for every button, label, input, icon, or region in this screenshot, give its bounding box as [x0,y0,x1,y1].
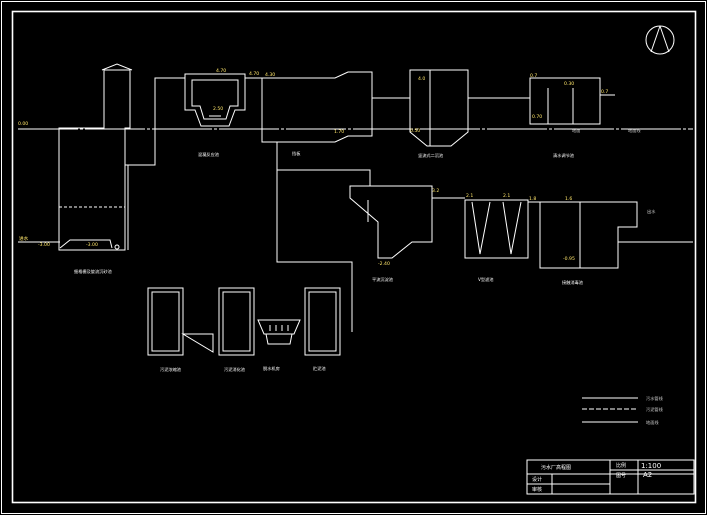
legend [582,397,638,423]
s2-label: 污泥消化池 [224,366,246,373]
vfilter [464,199,540,259]
vf-b-label: 2.1 [503,193,510,199]
vf-c-label: 1.8 [529,196,536,202]
ground-note-b: 地面线 [628,127,641,134]
sedi-low-label: -2.40 [378,261,390,267]
sheet-label: 图号 [616,473,626,479]
vfilter-label: V型滤池 [478,276,494,283]
sedi [349,185,465,259]
ground-label-left: 0.00 [18,121,28,127]
north-arrow-icon [645,25,675,55]
pump-house [58,63,133,251]
legend-item-1: 污水管线 [646,395,664,402]
outlet-label: 出水 [647,208,656,215]
cont-low-label: -0.95 [563,256,575,262]
vf-a-label: 2.1 [466,193,473,199]
lower-line [276,169,371,332]
sedi-top-label: 3.2 [432,188,439,194]
channel-end-label: 1.70 [334,129,344,135]
baffle-label: 挡板 [292,150,301,157]
vert-label: 竖流式二沉池 [418,152,444,159]
legend-item-3: 地面线 [646,419,659,426]
cwt-top-label: 0.7 [530,73,537,79]
coag-tank [184,73,246,127]
cwt-low-label: 0.70 [532,114,542,120]
vert-mid-label: 0.50 [410,128,420,134]
chem-top-label: 4.70 [216,68,226,74]
cont [539,201,640,269]
pump-house-label: 细格栅及旋流沉砂池 [74,268,113,275]
vert-top-label: 4.0 [418,76,425,82]
sludge-units [147,287,341,356]
scale-label: 比例 [616,462,626,469]
designer-label: 设计 [532,476,542,483]
inlet-label: 进水 [19,235,29,242]
sedi-label: 平流沉淀池 [372,276,394,283]
cont-top-label: 1.6 [565,196,572,202]
legend-item-2: 污泥管线 [646,406,664,413]
pump-low-label: -3.00 [38,242,50,248]
channel-start-label: 4.30 [265,72,275,78]
chem-label: 混凝反应池 [198,151,220,158]
pump-well-label: -3.00 [86,242,98,248]
ground-note-a: 地面 [572,127,580,134]
title-block [526,459,695,495]
cwt-label: 清水调节池 [553,152,575,159]
cont-label: 接触消毒池 [562,279,584,286]
chem-mid-label: 2.50 [213,106,223,112]
chem-out-label: 4.70 [249,71,259,77]
cwt [468,77,615,125]
ground-lines [18,128,693,243]
s1-label: 污泥浓缩池 [160,366,182,373]
title-block-title: 污水厂高程图 [541,464,571,471]
s3-label: 脱水机房 [263,365,280,372]
scale-value: 1:100 [641,462,661,470]
reviewer-label: 审核 [532,486,542,493]
vert-clarifier [372,69,469,147]
s4-label: 贮泥池 [313,365,326,372]
inner-frame [11,10,697,504]
sheet-value: A2 [643,471,652,479]
cwt-right-label: 0.7 [601,89,608,95]
cwt-mid-label: 0.30 [564,81,574,87]
channel [261,71,373,200]
rising-main [125,77,185,250]
